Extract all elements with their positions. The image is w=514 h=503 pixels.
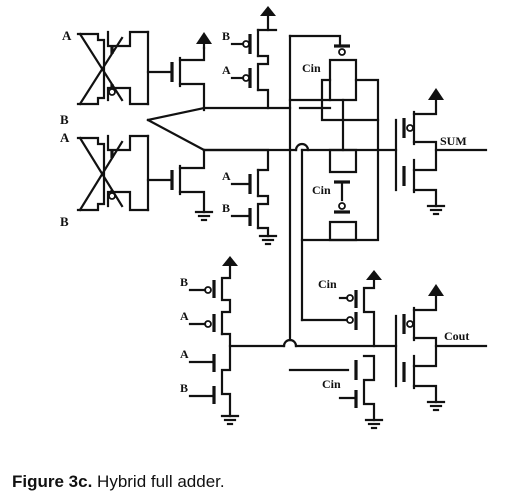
caption-label: Figure 3c. [12,472,93,491]
label-a-mid2: A [60,130,70,145]
cin-carry-gates [288,270,384,430]
label-a-carry-3: A [180,347,189,361]
label-cout: Cout [444,329,469,343]
figure-caption: Figure 3c. Hybrid full adder. [12,472,225,492]
label-b-stack-top: B [222,29,230,43]
crossover-hop [294,142,310,152]
lower-pass-pair [76,134,150,212]
cout-inverter [394,284,488,412]
label-sum: SUM [440,134,467,148]
label-a-top: A [62,28,72,43]
cross-wire-1 [146,106,206,122]
label-cin-carry-2: Cin [322,377,341,391]
upper-inverter-stack [146,6,292,112]
cin-gate-lower [300,118,380,242]
label-a-stack-low: A [222,169,231,183]
label-a-stack-top: A [222,63,231,77]
label-cin-upper: Cin [302,61,321,75]
caption-text: Hybrid full adder. [92,472,225,491]
upper-pass-pair [76,30,150,106]
carry-stack [188,256,398,426]
label-b-stack-low: B [222,201,230,215]
label-b-carry-1: B [180,275,188,289]
label-b-carry-4: B [180,381,188,395]
lower-inverter-stack [146,148,278,246]
label-a-carry-2: A [180,309,189,323]
cross-wire-2 [146,118,206,152]
label-b-bottom: B [60,214,69,229]
sum-inverter [300,88,488,216]
label-cin-carry-1: Cin [318,277,337,291]
hybrid-full-adder-schematic: A B A B [60,6,488,430]
label-cin-lower: Cin [312,183,331,197]
label-b-mid1: B [60,112,69,127]
cin-gate-upper [288,44,380,152]
bus-top [288,34,342,48]
